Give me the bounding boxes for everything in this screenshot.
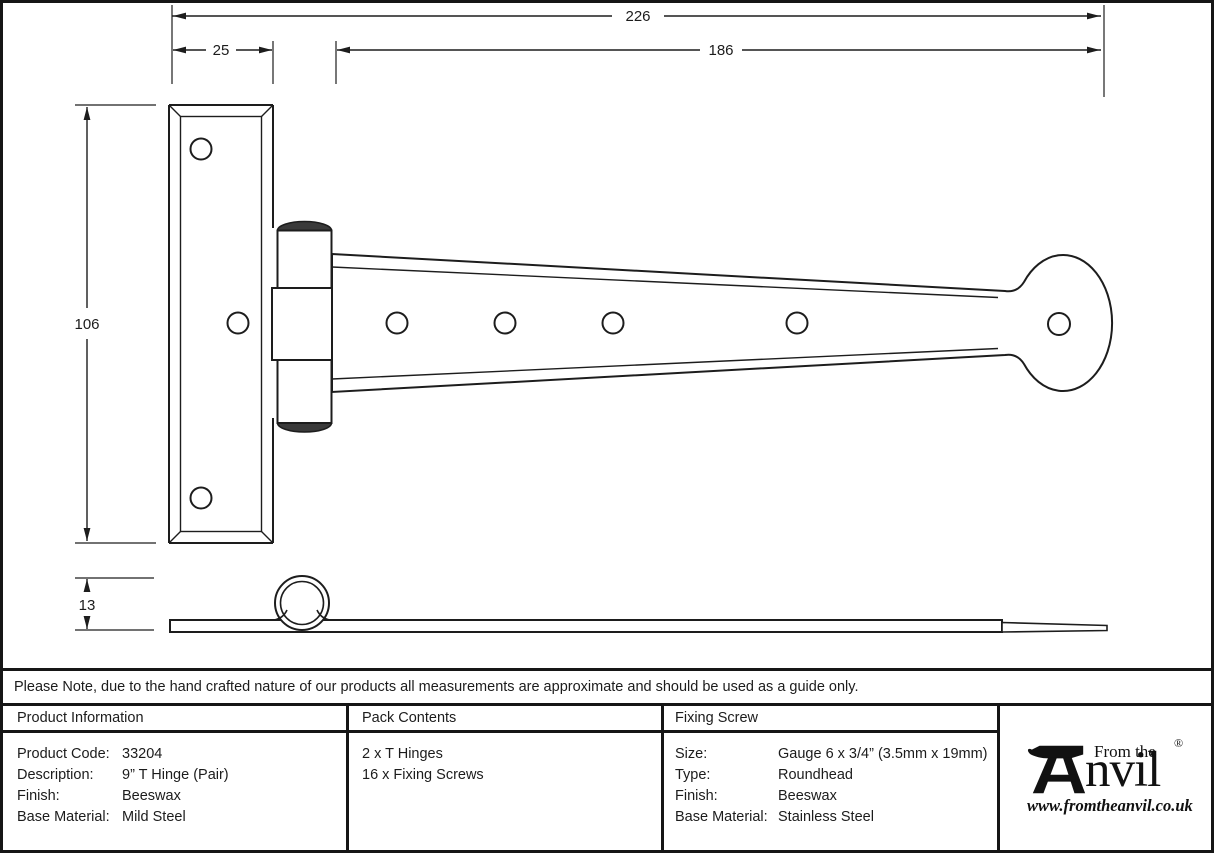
row-value: Stainless Steel [778, 809, 874, 825]
column-header: Product Information [17, 710, 144, 726]
row-value: Beeswax [122, 788, 181, 804]
hinge-side-view [169, 575, 1108, 633]
side-view-knuckle-inner [279, 580, 325, 626]
row-value: 9” T Hinge (Pair) [122, 767, 229, 783]
plate-screw-hole-top [189, 137, 213, 161]
side-view-knuckle-outer [274, 575, 330, 631]
row-value: Beeswax [778, 788, 837, 804]
table-divider-1 [346, 706, 349, 853]
column-header: Pack Contents [362, 710, 457, 726]
dimension-plate-width: 25 [173, 42, 272, 59]
row-label: Size: [675, 746, 708, 762]
dim-label-25: 25 [213, 42, 230, 59]
row-label: Base Material: [17, 809, 110, 825]
hinge-plate-front-view [168, 104, 274, 544]
row-value: Gauge 6 x 3/4” (3.5mm x 19mm) [778, 746, 988, 762]
side-view-taper-end [1001, 621, 1108, 633]
dim-label-226: 226 [625, 8, 650, 25]
anvil-icon [1027, 745, 1086, 794]
plate-screw-hole-middle [226, 311, 250, 335]
note-text: Please Note, due to the hand crafted nat… [14, 679, 859, 695]
dimension-plate-height: 106 [74, 107, 100, 541]
penny-end-screw-hole [1047, 312, 1071, 336]
plate-screw-hole-bottom [189, 486, 213, 510]
hinge-strap-front-view [331, 252, 1114, 394]
dim-label-13: 13 [79, 597, 96, 614]
row-value: Roundhead [778, 767, 853, 783]
side-view-fillet-right [316, 609, 331, 621]
table-divider-3 [997, 706, 1000, 853]
pack-item: 2 x T Hinges [362, 746, 443, 762]
dim-label-106: 106 [74, 316, 99, 333]
row-label: Product Code: [17, 746, 110, 762]
hinge-barrel [271, 220, 333, 433]
row-label: Description: [17, 767, 94, 783]
spec-table: Product Information Product Code: 33204 … [0, 706, 1214, 853]
registered-mark: ® [1174, 736, 1184, 750]
row-label: Finish: [17, 788, 60, 804]
column-header: Fixing Screw [675, 710, 758, 726]
side-view-fillet-left [273, 609, 288, 621]
row-label: Finish: [675, 788, 718, 804]
barrel-top-cap [276, 220, 333, 232]
row-value: 33204 [122, 746, 163, 762]
strap-screw-hole-2 [493, 311, 517, 335]
note-bar: Please Note, due to the hand crafted nat… [0, 668, 1214, 706]
strap-screw-hole-3 [601, 311, 625, 335]
brand-logo: nvil From the ♦ ® www.fromtheanvil.co.uk [999, 706, 1214, 853]
pack-item: 16 x Fixing Screws [362, 767, 484, 783]
row-label: Base Material: [675, 809, 768, 825]
barrel-bottom-cap [276, 422, 333, 433]
brand-website: www.fromtheanvil.co.uk [1027, 796, 1193, 815]
brand-name-tail: nvil [1085, 742, 1161, 798]
strap-screw-hole-4 [785, 311, 809, 335]
row-value: Mild Steel [122, 809, 186, 825]
brand-tagline: From the [1094, 742, 1156, 761]
barrel-middle-knuckle [271, 287, 333, 361]
table-header-rule [0, 730, 999, 733]
dimension-knuckle-thickness: 13 [79, 579, 96, 629]
strap-screw-hole-1 [385, 311, 409, 335]
extension-lines [75, 5, 1105, 631]
row-label: Type: [675, 767, 711, 783]
diamond-icon: ♦ [1150, 746, 1157, 761]
dimension-strap-length: 186 [337, 42, 1101, 59]
table-divider-2 [661, 706, 664, 853]
technical-drawing: 226 25 186 [74, 5, 1114, 633]
dim-label-186: 186 [708, 42, 733, 59]
dimension-total-length: 226 [172, 8, 1101, 25]
